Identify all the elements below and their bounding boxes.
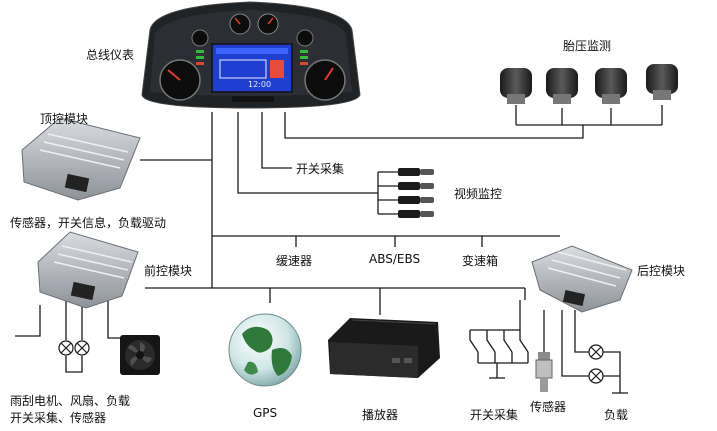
top-module-desc-label: 传感器，开关信息，负载驱动: [10, 216, 167, 230]
rear-load-wire: [561, 310, 590, 377]
camera-connector-3: [398, 196, 434, 204]
front-devices-label-line1: 雨刮电机、风扇、负载: [10, 394, 131, 408]
rear-sensor-illustration: [535, 352, 553, 392]
video-monitor-label: 视频监控: [454, 187, 503, 201]
media-player-illustration: [328, 318, 440, 378]
switch-collect-label: 开关采集: [296, 162, 345, 176]
gps-label: GPS: [253, 406, 278, 420]
tire-sensor-3: [595, 68, 627, 104]
retarder-label: 缓速器: [276, 254, 313, 268]
gearbox-label: 变速箱: [462, 254, 499, 268]
front-out-4: [107, 300, 128, 339]
front-module-illustration: [37, 231, 139, 309]
rear-switch-s1: [469, 330, 479, 363]
camera-connector-1: [398, 168, 434, 176]
tire-sensor-2: [546, 68, 578, 104]
front-lamps: [58, 340, 90, 356]
abs-ebs-label: ABS/EBS: [369, 252, 421, 266]
tire-pressure-sensors: [500, 64, 678, 104]
rear-load-wire-2: [574, 310, 590, 353]
front-devices-label-line2: 开关采集、传感器: [10, 411, 107, 425]
switch-wire: [261, 112, 292, 169]
sensor-label: 传感器: [530, 400, 567, 414]
rear-switch-s2: [486, 330, 496, 363]
player-label: 播放器: [362, 408, 399, 422]
top-module-illustration: [21, 117, 141, 201]
rear-switch-collect-label: 开关采集: [470, 408, 519, 422]
bus-wires: [15, 105, 663, 394]
video-cameras: [398, 168, 434, 218]
tire-sensor-4: [646, 64, 678, 100]
tire-wire: [284, 112, 584, 139]
rear-switch-gnd: [478, 362, 528, 379]
dashboard-clock: 12:00: [248, 80, 272, 89]
load-label: 负载: [604, 408, 629, 422]
rear-switch-bus: [470, 300, 521, 331]
video-wire: [237, 112, 378, 194]
rear-switch-s4: [519, 330, 529, 363]
front-module-label: 前控模块: [144, 264, 193, 278]
gps-globe-illustration: [228, 313, 302, 387]
rear-module-label: 后控模块: [637, 264, 686, 278]
rear-loads: [588, 344, 604, 384]
rear-module-illustration: [531, 245, 633, 313]
dashboard-illustration: [141, 1, 361, 109]
camera-connector-2: [398, 182, 434, 190]
rear-load-gnd: [602, 351, 628, 394]
rear-switch-s3: [503, 330, 513, 363]
camera-connector-4: [398, 210, 434, 218]
dashboard-label: 总线仪表: [86, 48, 135, 62]
front-lamp-ground: [65, 356, 83, 373]
top-module-label: 顶控模块: [40, 112, 89, 126]
fan-illustration: [120, 335, 160, 375]
tire-sensor-1: [500, 68, 532, 104]
front-out-1: [15, 305, 41, 337]
tire-pressure-label: 胎压监测: [563, 39, 612, 53]
